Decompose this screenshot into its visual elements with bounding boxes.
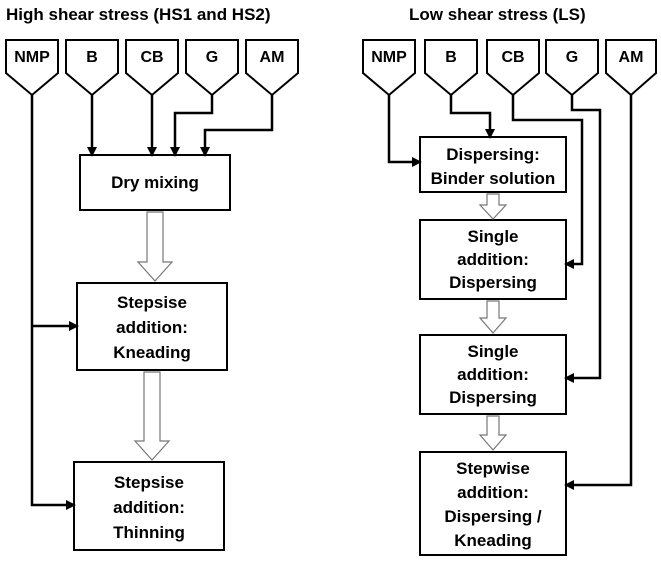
right-step-4-line-1: Stepwise: [456, 459, 530, 478]
left-arrow-nmp: [30, 95, 76, 510]
right-input-cb: CB: [486, 39, 540, 97]
left-input-cb: CB: [125, 39, 179, 97]
left-step-2-line-2: addition:: [116, 318, 188, 337]
left-step-thinning: Stepsise addition: Thinning: [73, 461, 225, 551]
right-step-single-addition-1: Single addition: Dispersing: [419, 219, 567, 300]
right-step-2-line-3: Dispersing: [449, 273, 537, 292]
right-step-3-line-1: Single: [467, 342, 518, 361]
right-input-label-g: G: [566, 49, 578, 66]
right-step-2-line-1: Single: [467, 227, 518, 246]
right-arrow-cb: [511, 95, 584, 269]
left-input-nmp: NMP: [5, 39, 59, 97]
right-arrow-g: [564, 95, 602, 383]
right-diagram: NMP B CB G AM Dispersing: Binder solutio…: [362, 39, 657, 556]
right-input-nmp: NMP: [362, 39, 416, 97]
right-input-label-b: B: [445, 49, 457, 66]
right-step-4-line-2: addition:: [457, 483, 529, 502]
right-diagram-title: Low shear stress (LS): [409, 5, 586, 24]
left-input-g: G: [185, 39, 239, 97]
left-step-3-line-1: Stepsise: [114, 473, 184, 492]
left-step-2-line-3: Kneading: [113, 343, 190, 362]
left-input-label-cb: CB: [140, 49, 163, 66]
left-input-am: AM: [245, 39, 299, 97]
right-step-4-line-3: Dispersing /: [444, 507, 542, 526]
left-step-3-line-2: addition:: [113, 498, 185, 517]
left-step-3-line-3: Thinning: [113, 523, 185, 542]
right-input-b: B: [424, 39, 478, 97]
right-step-stepwise-addition: Stepwise addition: Dispersing / Kneading: [419, 451, 567, 556]
left-diagram-title: High shear stress (HS1 and HS2): [6, 5, 271, 24]
left-input-label-g: G: [206, 49, 218, 66]
left-input-label-am: AM: [260, 49, 285, 66]
right-arrow-am: [564, 95, 633, 490]
left-step-2-line-1: Stepsise: [117, 293, 187, 312]
right-flow-arrow-2: [478, 300, 508, 334]
right-step-1-line-1: Dispersing:: [446, 145, 540, 164]
right-input-label-am: AM: [619, 49, 644, 66]
right-input-am: AM: [605, 39, 657, 97]
right-flow-arrow-3: [478, 415, 508, 451]
left-flow-arrow-1: [136, 211, 174, 282]
right-input-label-cb: CB: [501, 49, 524, 66]
right-step-1-line-2: Binder solution: [431, 169, 556, 188]
right-flow-arrow-1: [478, 193, 508, 220]
left-input-label-nmp: NMP: [14, 49, 50, 66]
right-step-2-line-2: addition:: [457, 250, 529, 269]
left-diagram: NMP B CB G AM Dry mixing Stepsise additi…: [5, 39, 299, 551]
right-step-3-line-2: addition:: [457, 365, 529, 384]
right-step-single-addition-2: Single addition: Dispersing: [419, 334, 567, 415]
right-input-label-nmp: NMP: [371, 49, 407, 66]
right-step-binder-solution: Dispersing: Binder solution: [419, 136, 567, 193]
left-step-1-line-1: Dry mixing: [111, 173, 199, 192]
right-input-g: G: [545, 39, 599, 97]
right-step-3-line-3: Dispersing: [449, 388, 537, 407]
left-input-label-b: B: [86, 49, 98, 66]
left-step-dry-mixing: Dry mixing: [79, 154, 231, 211]
right-arrow-b: [449, 95, 495, 139]
right-step-4-line-4: Kneading: [454, 531, 531, 550]
right-arrow-nmp: [387, 95, 422, 167]
left-arrow-g: [170, 95, 214, 157]
left-flow-arrow-2: [133, 371, 171, 461]
left-step-kneading: Stepsise addition: Kneading: [76, 282, 228, 371]
left-arrow-am: [200, 95, 274, 157]
left-input-b: B: [65, 39, 119, 97]
